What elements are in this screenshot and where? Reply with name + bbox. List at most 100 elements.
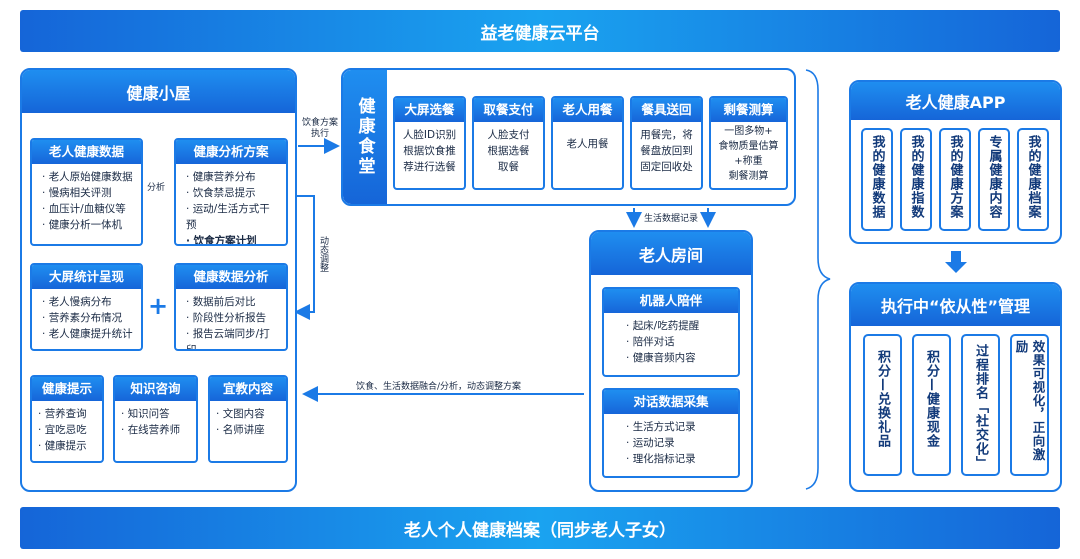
card-big-screen-title: 大屏统计呈现 [32,265,141,289]
list-item: 慢病相关评测 [42,185,133,201]
list-item: 健康营养分布 [186,169,278,185]
label-dynamic-adjust: 动态调整 [318,236,328,272]
list-item: 餐盘放回到 [640,145,693,157]
list-item: 理化指标记录 [626,451,730,467]
card-robot-title: 机器人陪伴 [604,289,738,313]
canteen-card-return: 餐具送回 用餐完，将 餐盘放回到 固定回收处 [630,96,703,190]
list-item: 饮食禁忌提示 [186,185,278,201]
list-item: 一图多物+ [724,126,773,137]
canteen-card-title: 餐具送回 [632,98,701,122]
list-item: 老人用餐 [566,138,609,150]
list-item: 知识问答 [121,406,188,422]
list-item: 老人原始健康数据 [42,169,133,185]
label-plan-exec: 饮食方案执行 [301,118,338,139]
canteen-card-eat: 老人用餐 老人用餐 [551,96,624,190]
compliance-item-label: 过程排名「社交化」 [973,344,988,470]
card-data-analysis: 健康数据分析 数据前后对比 阶段性分析报告 报告云端同步/打印 [174,263,288,351]
app-item-label: 我的健康方案 [947,135,963,219]
app-item-content: 专属健康内容 [978,128,1010,231]
plus-sign: + [148,292,169,320]
list-item: 根据选餐 [487,145,530,157]
canteen-card-title: 大屏选餐 [395,98,464,122]
card-dialog: 对话数据采集 生活方式记录 运动记录 理化指标记录 [602,388,740,478]
label-analysis: 分析 [147,183,166,193]
canteen-card-select: 大屏选餐 人脸ID识别 根据饮食推 荐进行选餐 [393,96,466,190]
app-item-label: 我的健康数据 [869,135,885,219]
list-item: 食物质量估算 [718,141,779,152]
canteen-card-title: 老人用餐 [553,98,622,122]
app-title: 老人健康APP [851,82,1060,120]
list-item: 老人慢病分布 [42,294,133,310]
list-item: 人脸支付 [487,129,530,141]
list-item: 运动记录 [626,435,730,451]
compliance-item-label: 积分—兑换礼品 [875,350,890,448]
card-data-analysis-title: 健康数据分析 [176,265,286,289]
list-item: 剩餐测算 [728,171,769,182]
card-robot: 机器人陪伴 起床/吃药提醒 陪伴对话 健康音频内容 [602,287,740,377]
list-item: 人脸ID识别 [402,129,457,141]
canteen-card-title: 剩餐测算 [711,98,786,122]
app-item-label: 我的健康指数 [908,135,924,219]
app-item-index: 我的健康指数 [900,128,932,231]
platform-title: 益老健康云平台 [480,23,600,44]
list-item: 取餐 [498,161,519,173]
canteen-card-title: 取餐支付 [474,98,543,122]
compliance-item-gift: 积分—兑换礼品 [863,334,902,476]
card-elder-data-title: 老人健康数据 [32,140,141,164]
list-item: 根据饮食推 [403,145,456,157]
list-item: 宜吃忌吃 [38,422,94,438]
arrow-dynamic-adjust [294,195,315,320]
list-item: 运动/生活方式干预 [186,201,278,233]
app-item-label: 我的健康档案 [1025,135,1041,219]
list-item: 老人健康提升统计 [42,326,133,342]
app-item-plan: 我的健康方案 [939,128,971,231]
app-item-label: 专属健康内容 [986,135,1002,219]
list-item: 健康音频内容 [626,350,730,366]
card-knowledge: 知识咨询 知识问答 在线营养师 [113,375,198,463]
top-platform-bar: 益老健康云平台 [20,10,1060,52]
list-item: 报告云端同步/打印 [186,326,278,349]
list-item: 起床/吃药提醒 [626,318,730,334]
list-item: 文图内容 [216,406,278,422]
card-edu-content: 宜教内容 文图内容 名师讲座 [208,375,288,463]
card-elder-data: 老人健康数据 老人原始健康数据 慢病相关评测 血压计/血糖仪等 健康分析一体机 [30,138,143,246]
card-knowledge-title: 知识咨询 [115,377,196,401]
compliance-item-ranking: 过程排名「社交化」 [961,334,1000,476]
list-item: +称重 [734,156,763,167]
canteen-card-pay: 取餐支付 人脸支付 根据选餐 取餐 [472,96,545,190]
app-item-archive: 我的健康档案 [1017,128,1049,231]
list-item: 在线营养师 [121,422,188,438]
canteen-card-leftover: 剩餐测算 一图多物+ 食物质量估算 +称重 剩餐测算 [709,96,788,190]
brace [805,69,831,490]
compliance-item-label: 效果可视化，正向激励 [1013,340,1046,462]
card-health-tips: 健康提示 营养查询 宜吃忌吃 健康提示 [30,375,104,463]
compliance-item-visual: 效果可视化，正向激励 [1010,334,1049,476]
list-item: 阶段性分析报告 [186,310,278,326]
card-analysis-plan: 健康分析方案 健康营养分布 饮食禁忌提示 运动/生活方式干预 饮食方案计划 [174,138,288,246]
list-item: 数据前后对比 [186,294,278,310]
card-health-tips-title: 健康提示 [32,377,102,401]
list-item: 荐进行选餐 [403,161,456,173]
list-item: 健康分析一体机 [42,217,133,233]
app-item-data: 我的健康数据 [861,128,893,231]
label-fusion: 饮食、生活数据融合/分析，动态调整方案 [356,382,522,392]
bottom-archive-bar: 老人个人健康档案（同步老人子女） [20,507,1060,549]
health-hut-title: 健康小屋 [22,70,295,113]
card-dialog-title: 对话数据采集 [604,390,738,414]
list-item: 营养查询 [38,406,94,422]
card-big-screen: 大屏统计呈现 老人慢病分布 营养素分布情况 老人健康提升统计 [30,263,143,351]
compliance-title: 执行中“依从性”管理 [851,284,1060,326]
card-edu-content-title: 宜教内容 [210,377,286,401]
list-item: 营养素分布情况 [42,310,133,326]
list-item: 饮食方案计划 [186,233,278,244]
archive-title: 老人个人健康档案（同步老人子女） [404,520,676,541]
list-item: 生活方式记录 [626,419,730,435]
canteen-title: 健康食堂 [354,97,375,177]
arrow-app-down [945,251,967,273]
list-item: 血压计/血糖仪等 [42,201,133,217]
compliance-item-cash: 积分—健康现金 [912,334,951,476]
compliance-item-label: 积分—健康现金 [924,350,939,448]
list-item: 陪伴对话 [626,334,730,350]
list-item: 健康提示 [38,438,94,454]
list-item: 用餐完，将 [640,129,693,141]
